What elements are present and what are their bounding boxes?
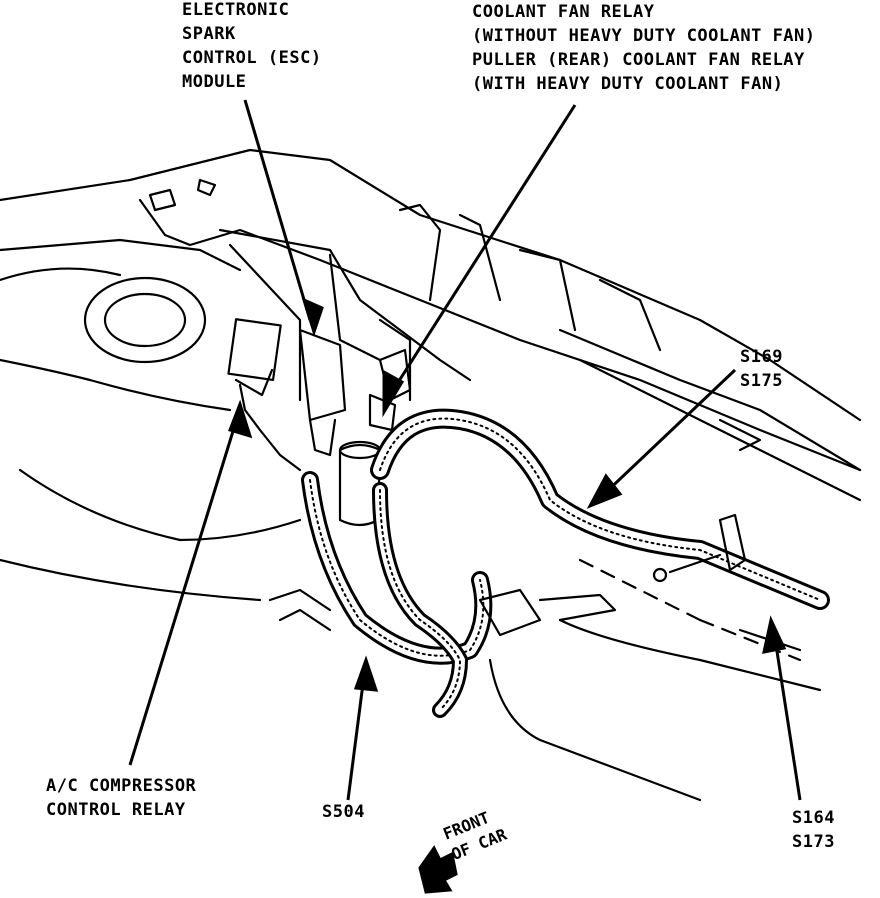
- s164-arrowhead: [762, 615, 787, 654]
- esc-leader-line: [243, 99, 312, 321]
- front-of-car-arrow-icon: [418, 845, 458, 894]
- fender-outline: [0, 148, 862, 422]
- ac-relay-leader-line: [128, 414, 240, 766]
- label-coolant-fan-relay: COOLANT FAN RELAY (WITHOUT HEAVY DUTY CO…: [472, 2, 816, 94]
- coolant-relay-leader-line: [388, 104, 577, 396]
- connector-lower: [478, 588, 542, 637]
- s169-arrowhead: [586, 473, 623, 509]
- label-splice-s164-s173: S164 S173: [792, 808, 835, 852]
- label-splice-s169-s175: S169 S175: [740, 347, 783, 391]
- coolant-relay-arrowhead: [382, 369, 405, 418]
- esc-module-body: [298, 328, 347, 422]
- harness-clamp: [718, 513, 747, 572]
- shock-tower: [83, 276, 207, 364]
- s164-leader-line: [772, 631, 802, 801]
- label-ac-compressor-relay: A/C COMPRESSOR CONTROL RELAY: [46, 776, 197, 820]
- s504-arrowhead: [353, 655, 379, 692]
- label-s504: S504: [322, 802, 365, 822]
- ac-relay-body: [227, 318, 282, 382]
- label-esc-module: ELECTRONIC SPARK CONTROL (ESC) MODULE: [182, 0, 322, 92]
- esc-arrowhead: [301, 297, 324, 337]
- s169-leader-line: [598, 368, 737, 500]
- ac-relay-arrowhead: [228, 399, 253, 439]
